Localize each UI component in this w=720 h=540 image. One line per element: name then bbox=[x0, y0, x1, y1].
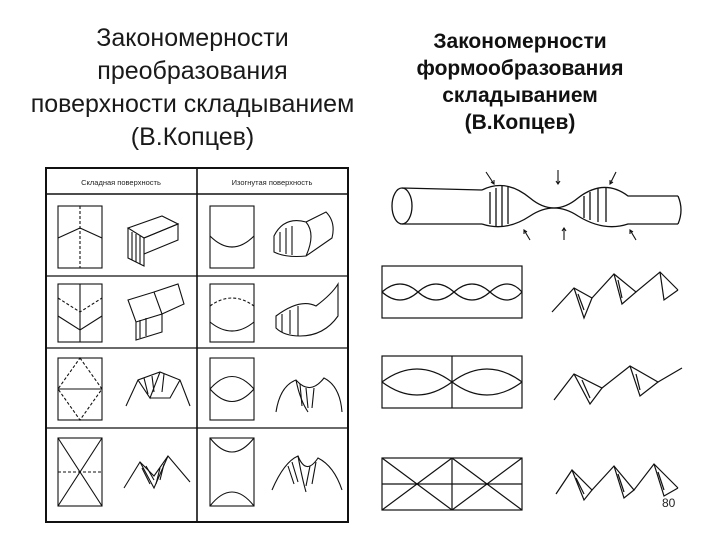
row4-curved-model bbox=[271, 455, 343, 493]
left-title-line-3: поверхности складыванием bbox=[30, 90, 355, 118]
left-title-line-2: преобразования bbox=[97, 57, 288, 85]
form-generation-svg bbox=[381, 170, 683, 511]
row1-curved-pattern bbox=[209, 205, 255, 269]
row2-curved-model bbox=[275, 282, 339, 337]
row3-folded-pattern bbox=[57, 357, 103, 421]
row3-curved-model bbox=[275, 377, 343, 413]
right-title-line-1: Закономерности bbox=[433, 30, 607, 53]
folding-table-illustration: Складная поверхность Изогнутая поверхнос… bbox=[44, 166, 350, 524]
table-header-curved: Изогнутая поверхность bbox=[232, 178, 313, 187]
row3-curved-pattern bbox=[209, 357, 255, 421]
folding-table-svg: Складная поверхность Изогнутая поверхнос… bbox=[45, 167, 349, 523]
left-title: Закономерности преобразования поверхност… bbox=[0, 22, 385, 154]
row3-folded-model bbox=[125, 371, 191, 407]
right-title: Закономерности формообразования складыва… bbox=[385, 28, 655, 136]
lens-folded-model bbox=[553, 365, 683, 406]
row2-curved-pattern bbox=[209, 283, 255, 343]
wave-folded-model bbox=[551, 271, 679, 320]
pressure-arrows bbox=[485, 170, 637, 241]
left-title-line-4: (В.Копцев) bbox=[130, 123, 255, 151]
right-title-line-3: складыванием bbox=[442, 84, 598, 107]
lens-pattern bbox=[381, 355, 523, 409]
row4-folded-model bbox=[123, 455, 191, 490]
left-title-line-1: Закономерности bbox=[96, 24, 289, 52]
diamond-pattern bbox=[381, 457, 523, 511]
row1-folded-model bbox=[126, 215, 180, 267]
table-header-folded: Складная поверхность bbox=[81, 178, 161, 187]
row2-folded-model bbox=[127, 283, 185, 341]
row4-folded-pattern bbox=[57, 437, 103, 507]
row1-curved-model bbox=[273, 211, 334, 258]
right-title-line-4: (В.Копцев) bbox=[464, 111, 576, 134]
diamond-folded-model bbox=[555, 463, 679, 502]
row4-curved-pattern bbox=[209, 437, 255, 507]
compressed-tube-drawing bbox=[391, 184, 682, 228]
row1-folded-pattern bbox=[57, 205, 103, 269]
page-number: 80 bbox=[662, 496, 676, 510]
wave-pattern bbox=[381, 265, 523, 319]
form-generation-illustration bbox=[378, 160, 692, 526]
right-title-line-2: формообразования bbox=[416, 57, 624, 80]
row2-folded-pattern bbox=[57, 283, 103, 343]
